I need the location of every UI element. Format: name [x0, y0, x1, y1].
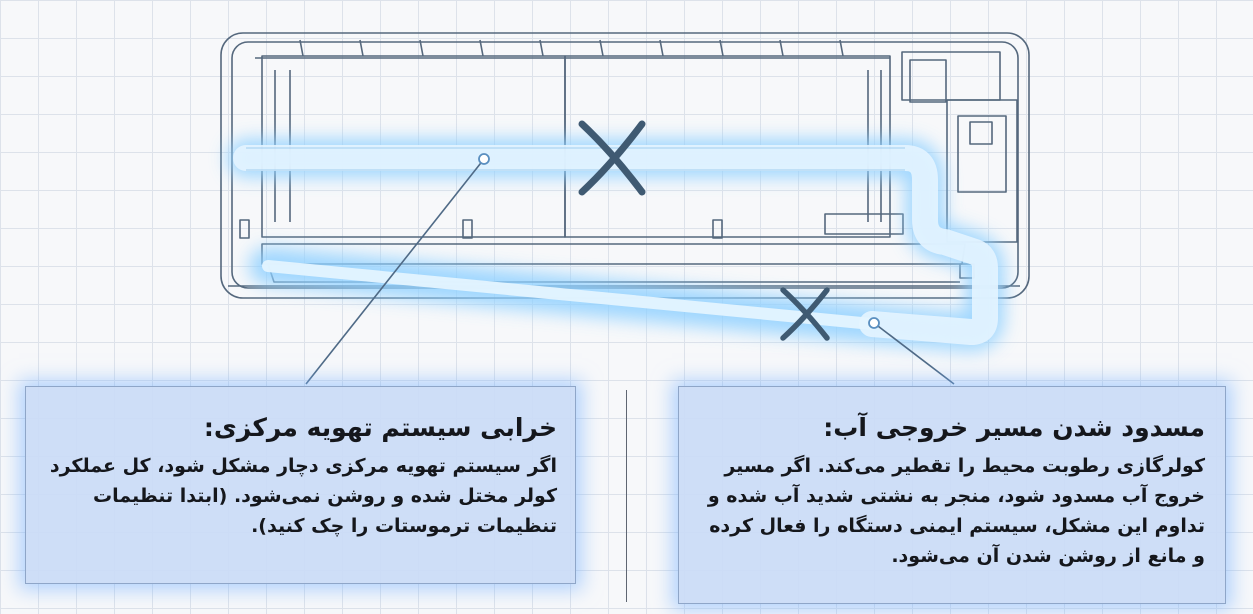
- leader-line-drain: [873, 322, 955, 385]
- callout-title: خرابی سیستم تهویه مرکزی:: [203, 413, 557, 442]
- water-drain-path: [262, 260, 878, 330]
- marker-x-drain: [780, 287, 830, 341]
- callout-body: کولرگازی رطوبت محیط را تقطیر می‌کند. اگر…: [707, 455, 1205, 567]
- callout-drain-blockage: مسدود شدن مسیر خروجی آب: کولرگازی رطوبت …: [678, 386, 1226, 604]
- callout-body: اگر سیستم تهویه مرکزی دچار مشکل شود، کل …: [49, 455, 557, 537]
- leader-dot-ventilation: [478, 153, 490, 165]
- callout-title: مسدود شدن مسیر خروجی آب:: [823, 413, 1205, 442]
- leader-dots: [478, 153, 880, 329]
- leader-dot-drain: [868, 317, 880, 329]
- leader-line-ventilation: [305, 158, 485, 385]
- central-ventilation-path: [233, 145, 998, 345]
- leader-lines: [305, 158, 955, 385]
- panel-divider: [626, 390, 627, 602]
- pipe-glows: [227, 139, 1004, 351]
- marker-x-ventilation: [578, 120, 646, 196]
- pipe-cores: [233, 145, 998, 345]
- callout-ventilation-failure: خرابی سیستم تهویه مرکزی: اگر سیستم تهویه…: [25, 386, 576, 584]
